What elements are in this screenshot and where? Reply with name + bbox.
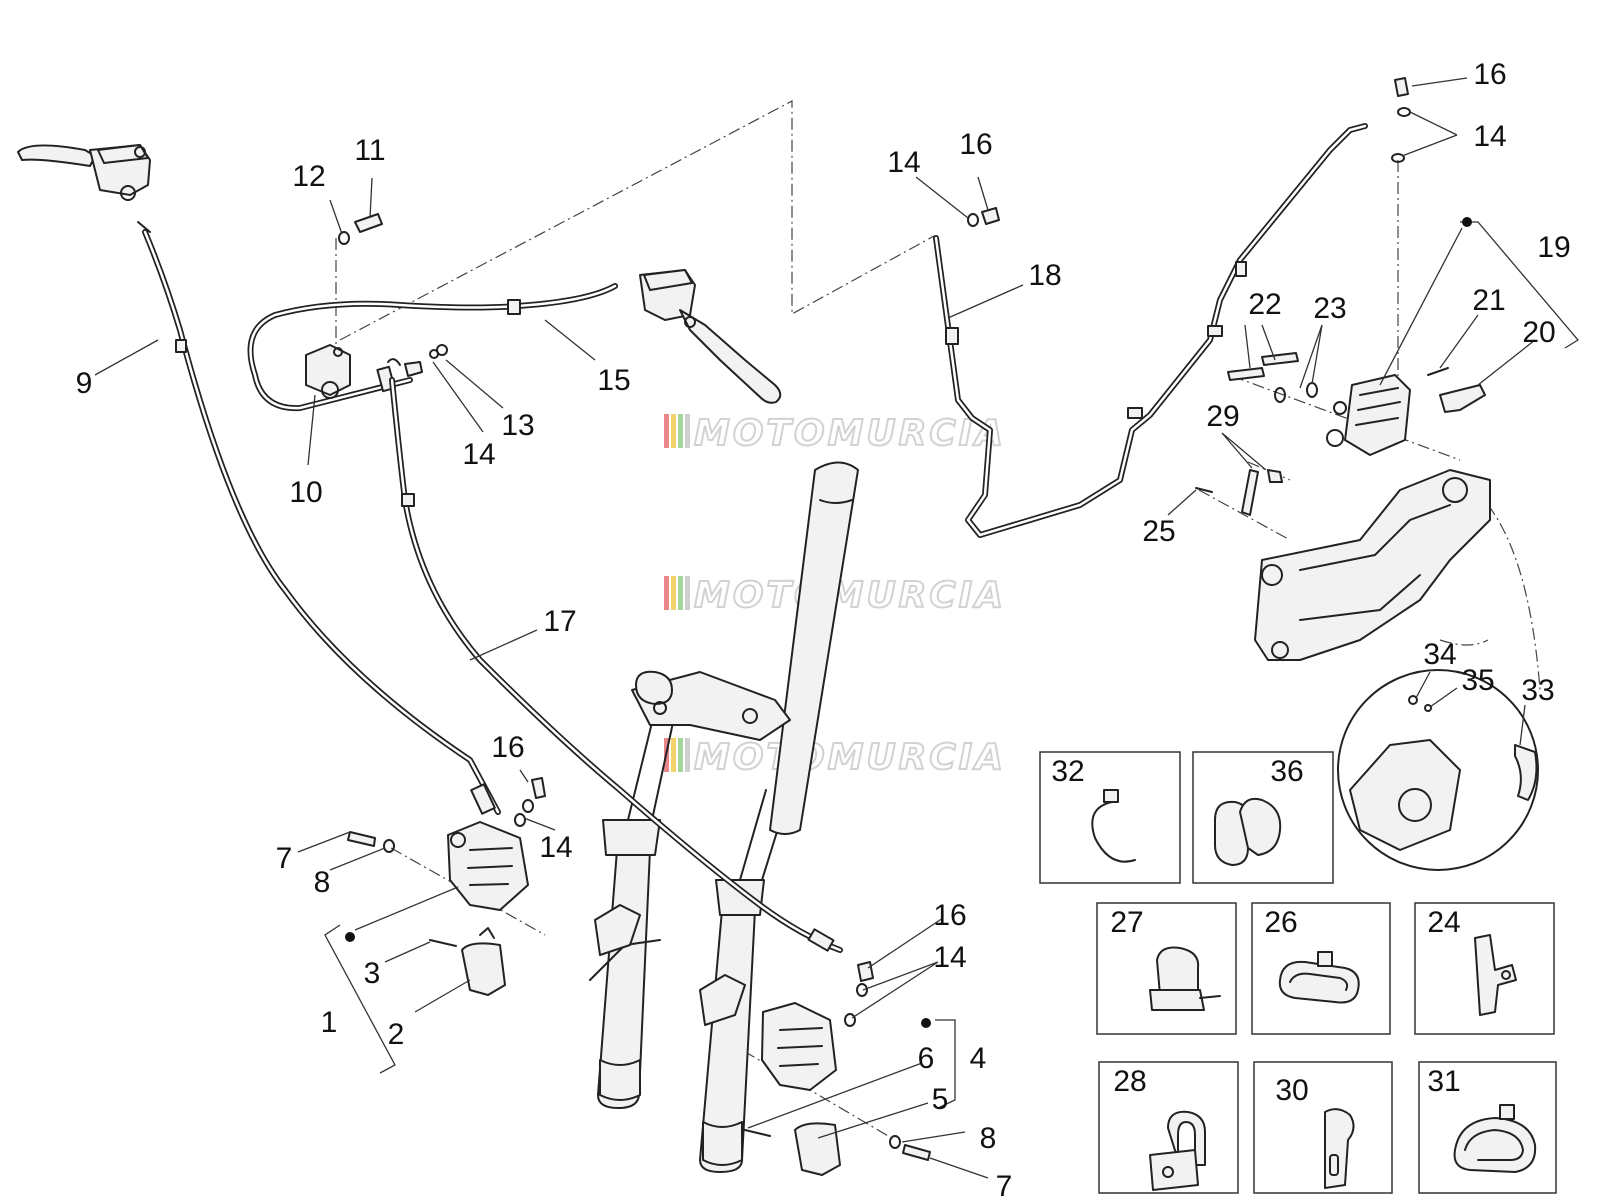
clip-box-31	[1418, 1061, 1557, 1194]
callout-24: 24	[1427, 906, 1460, 939]
group-brackets	[324, 217, 1579, 1109]
callout-17: 17	[543, 605, 576, 638]
callout-31: 31	[1427, 1065, 1460, 1098]
callout-14-b: 14	[887, 146, 920, 179]
callout-6: 6	[918, 1042, 935, 1075]
clip-box-36	[1192, 751, 1334, 884]
clip-box-26	[1251, 902, 1391, 1035]
callout-22: 22	[1248, 288, 1281, 321]
callout-13: 13	[501, 409, 534, 442]
rear-caliper-assembly	[1195, 352, 1486, 516]
callout-8-right: 8	[980, 1122, 997, 1155]
callouts: 1 2 3 4 5 6 7 7 8 8 9 10 11 12 13 14 14 …	[76, 58, 1571, 1200]
callout-29: 29	[1206, 400, 1239, 433]
callout-16-c: 16	[491, 731, 524, 764]
callout-21: 21	[1472, 284, 1505, 317]
bolt-11	[338, 213, 383, 245]
banjo-16-top	[967, 77, 1411, 227]
callout-28: 28	[1113, 1065, 1146, 1098]
callout-35: 35	[1461, 664, 1494, 697]
front-fork	[589, 461, 859, 1173]
callout-14-d: 14	[539, 831, 572, 864]
hose-9	[142, 229, 501, 815]
callout-16-d: 16	[933, 899, 966, 932]
clip-box-28	[1098, 1061, 1239, 1194]
callout-2: 2	[388, 1018, 405, 1051]
left-master-cylinder	[17, 144, 151, 233]
watermark-3: MOTOMURCIA	[664, 736, 1006, 779]
clip-box-30	[1253, 1061, 1393, 1194]
callout-32: 32	[1051, 755, 1084, 788]
callout-15: 15	[597, 364, 630, 397]
callout-16-a: 16	[959, 128, 992, 161]
watermark-text: MOTOMURCIA	[694, 413, 1006, 454]
callout-18: 18	[1028, 259, 1061, 292]
banjo-fitting-13	[387, 344, 448, 377]
callout-26: 26	[1264, 906, 1297, 939]
callout-7-left: 7	[276, 842, 293, 875]
detail-circle	[1337, 669, 1539, 871]
callout-4: 4	[970, 1042, 987, 1075]
right-master-cylinder	[639, 269, 782, 404]
callout-14-c: 14	[1473, 120, 1506, 153]
rear-bracket	[1254, 469, 1491, 661]
callout-23: 23	[1313, 292, 1346, 325]
clip-box-32	[1039, 751, 1181, 884]
brake-splitter-10	[305, 344, 351, 399]
callout-8-left: 8	[314, 866, 331, 899]
clip-box-27	[1096, 902, 1237, 1035]
callout-1: 1	[321, 1006, 338, 1039]
clip-box-24	[1414, 902, 1555, 1035]
hose-15	[247, 283, 618, 412]
callout-14-e: 14	[933, 941, 966, 974]
watermark-2: MOTOMURCIA	[664, 574, 1006, 617]
front-caliper-right	[744, 961, 931, 1176]
front-caliper-left	[347, 777, 546, 996]
callout-9: 9	[76, 367, 93, 400]
callout-36: 36	[1270, 755, 1303, 788]
hose-17	[389, 377, 843, 953]
callout-27: 27	[1110, 906, 1143, 939]
callout-25: 25	[1142, 515, 1175, 548]
callout-10: 10	[289, 476, 322, 509]
callout-7-right: 7	[996, 1170, 1013, 1200]
leader-lines	[94, 77, 1536, 1179]
callout-33: 33	[1521, 674, 1554, 707]
watermark-text: MOTOMURCIA	[694, 575, 1006, 616]
callout-5: 5	[932, 1083, 949, 1116]
watermark-text: MOTOMURCIA	[694, 737, 1006, 778]
callout-12: 12	[292, 160, 325, 193]
callout-16-b: 16	[1473, 58, 1506, 91]
callout-20: 20	[1522, 316, 1555, 349]
callout-30: 30	[1275, 1074, 1308, 1107]
watermark-1: MOTOMURCIA	[664, 412, 1006, 455]
callout-11: 11	[354, 134, 385, 167]
callout-34: 34	[1423, 638, 1456, 671]
callout-14-a: 14	[462, 438, 495, 471]
callout-3: 3	[364, 957, 381, 990]
hose-18	[933, 123, 1368, 538]
callout-19: 19	[1537, 231, 1570, 264]
